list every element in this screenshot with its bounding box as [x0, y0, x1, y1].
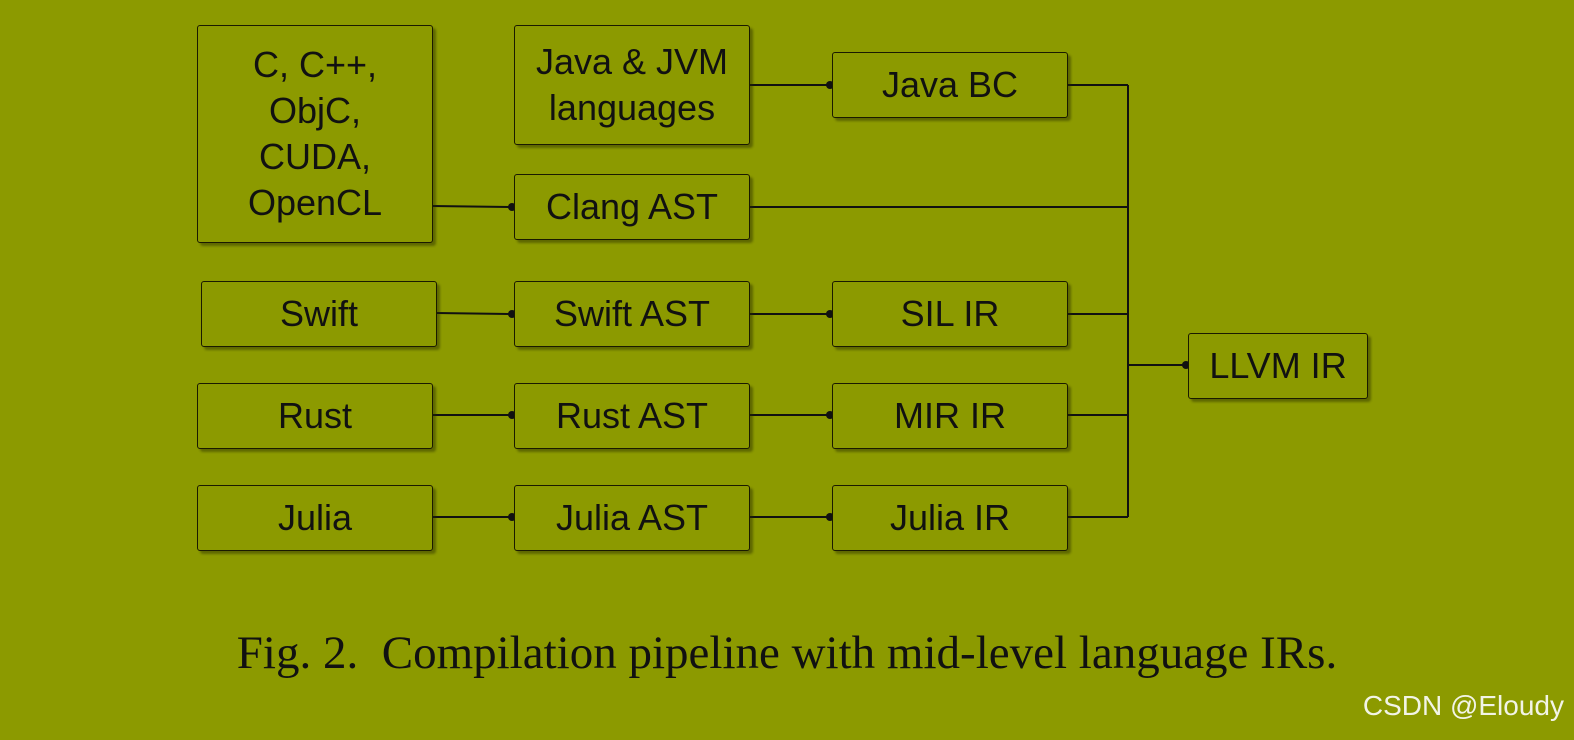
- node-swift: Swift: [201, 281, 437, 347]
- node-rust-ast: Rust AST: [514, 383, 750, 449]
- figure-number: Fig. 2.: [236, 627, 359, 679]
- node-sil-ir: SIL IR: [832, 281, 1068, 347]
- watermark: CSDN @Eloudy: [1362, 690, 1564, 721]
- node-julia-ir: Julia IR: [832, 485, 1068, 551]
- node-julia: Julia: [197, 485, 433, 551]
- node-java-languages: Java & JVM languages: [514, 25, 750, 145]
- node-java-languages-line-1: Java & JVM: [535, 41, 729, 82]
- node-c-family-line-4: OpenCL: [247, 182, 383, 223]
- node-julia-ast: Julia AST: [514, 485, 750, 551]
- node-clang-ast: Clang AST: [514, 174, 750, 240]
- figure-caption-text: Compilation pipeline with mid-level lang…: [381, 627, 1338, 679]
- node-llvm-ir: LLVM IR: [1188, 333, 1368, 399]
- node-c-family-line-2: ObjC,: [268, 90, 362, 131]
- edge-c-family-to-clang-ast: [431, 205, 513, 208]
- node-c-family: C, C++, ObjC, CUDA, OpenCL: [197, 25, 433, 243]
- figure-caption: Fig. 2. Compilation pipeline with mid-le…: [0, 626, 1574, 680]
- node-c-family-line-3: CUDA,: [258, 136, 371, 177]
- node-mir-ir: MIR IR: [832, 383, 1068, 449]
- node-c-family-line-1: C, C++,: [252, 44, 378, 85]
- edge-swift-to-swift-ast: [435, 312, 513, 315]
- node-java-languages-line-2: languages: [548, 87, 716, 128]
- node-rust: Rust: [197, 383, 433, 449]
- node-java-bc: Java BC: [832, 52, 1068, 118]
- node-swift-ast: Swift AST: [514, 281, 750, 347]
